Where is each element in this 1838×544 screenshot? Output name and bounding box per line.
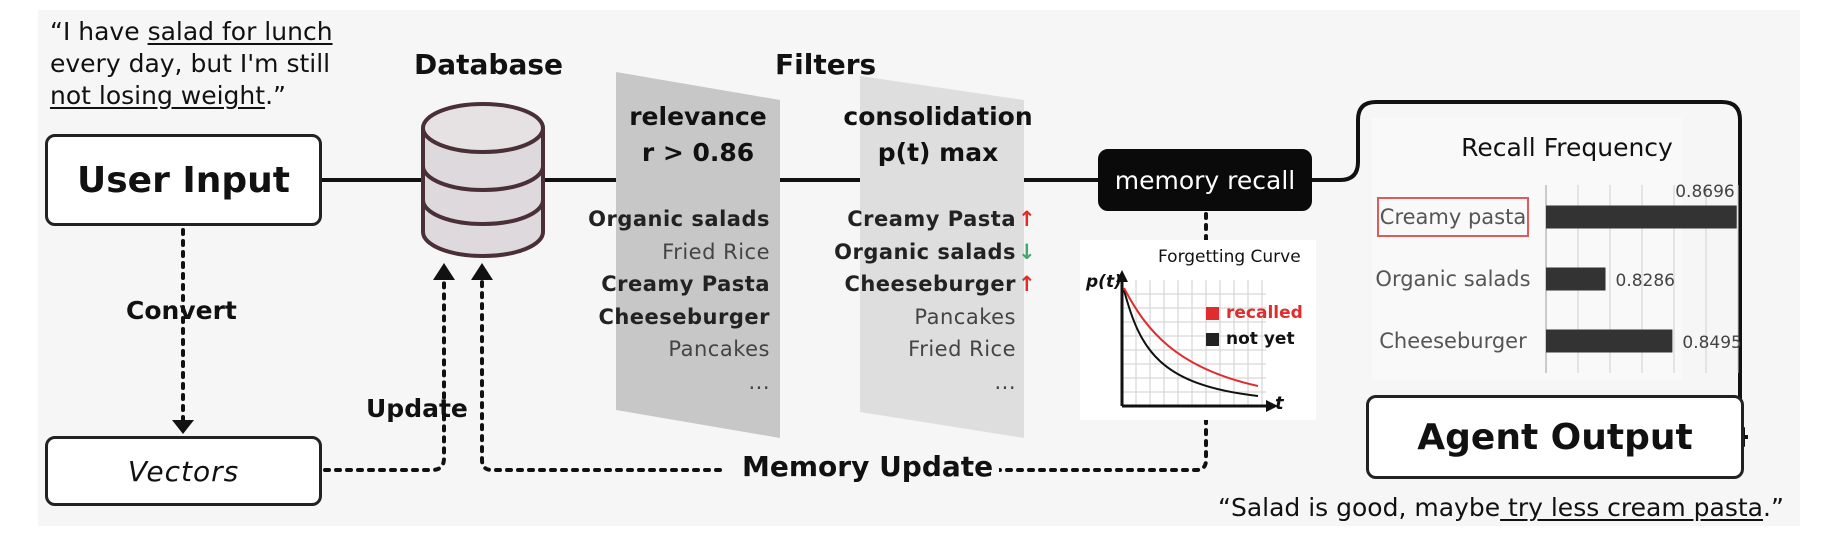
memory-update-dotted-left — [480, 278, 722, 472]
relevance-filter-item-label: ... — [748, 369, 770, 394]
not-yet-curve — [1123, 289, 1259, 397]
relevance-filter-panel — [616, 72, 780, 438]
consolidation-filter-item: ... — [994, 370, 1036, 394]
memory-update-dotted-right — [983, 418, 1208, 472]
vectors-box: Vectors — [45, 436, 322, 506]
relevance-filter-item-label: Organic salads — [588, 207, 770, 231]
chart-category-label: Organic salads — [1375, 267, 1530, 291]
legend-swatch-not-yet — [1206, 332, 1219, 346]
chart-bar — [1546, 267, 1606, 291]
consolidation-filter-panel — [860, 76, 1024, 438]
consolidation-filter-item: Pancakes — [914, 305, 1036, 329]
forgetting-curve-ylabel: p(t) — [1086, 272, 1122, 292]
consolidation-filter-item-label: Fried Rice — [908, 337, 1016, 361]
relevance-filter-item-label: Fried Rice — [662, 239, 770, 264]
relevance-filter-item: Pancakes — [668, 337, 770, 361]
forgetting-curve-title: Forgetting Curve — [1158, 247, 1301, 267]
convert-label: Convert — [126, 296, 237, 325]
consolidation-filter-item-label: Organic salads — [834, 239, 1016, 264]
agent-output-label: Agent Output — [1417, 416, 1693, 458]
memory-update-arrowhead — [471, 263, 493, 280]
relevance-filter-item-label: Creamy Pasta — [601, 272, 770, 296]
vectors-update-dotted-line — [323, 278, 446, 472]
legend-swatch-recalled — [1206, 306, 1219, 320]
input-quote-underline-1: salad for lunch — [147, 17, 333, 46]
memory-recall-box: memory recall — [1098, 149, 1312, 211]
chart-value-label: 0.8696 — [1675, 182, 1734, 202]
arrow-down-icon: ↓ — [1018, 239, 1037, 264]
recall-frequency-title: Recall Frequency — [1461, 133, 1673, 162]
legend-label-recalled: recalled — [1226, 303, 1303, 323]
database-icon — [421, 102, 545, 258]
forgetting-curve-xlabel: t — [1275, 393, 1284, 414]
input-quote-underline-2: not losing weight — [50, 81, 266, 110]
user-input-label: User Input — [77, 159, 290, 201]
agent-output-box: Agent Output — [1366, 395, 1744, 479]
consolidation-filter-item-label: ... — [994, 369, 1016, 394]
memory-update-label: Memory Update — [736, 450, 1000, 483]
relevance-filter-item: Cheeseburger — [598, 305, 770, 329]
update-label: Update — [366, 394, 468, 423]
consolidation-filter-item-label: Cheeseburger — [844, 272, 1016, 296]
relevance-filter-condition: r > 0.86 — [641, 138, 755, 167]
input-quote-close: .” — [265, 81, 286, 110]
consolidation-filter-item: Fried Rice — [908, 337, 1036, 361]
chart-value-label: 0.8495 — [1682, 333, 1741, 353]
consolidation-filter-item: Cheeseburger↑ — [844, 272, 1036, 296]
user-input-box: User Input — [45, 134, 322, 226]
consolidation-filter-title: consolidation — [843, 102, 1033, 131]
input-quote-middle: every day, but I'm still — [50, 49, 331, 78]
chart-value-label: 0.8286 — [1616, 271, 1675, 291]
output-quote-underline: try less cream pasta — [1500, 493, 1763, 522]
input-quote: “I have salad for lunch every day, but I… — [50, 16, 333, 112]
relevance-filter-title: relevance — [629, 102, 767, 131]
relevance-filter-item-label: Cheeseburger — [598, 304, 770, 329]
arrow-up-icon: ↑ — [1018, 207, 1037, 231]
chart-bar — [1546, 329, 1673, 353]
arrow-up-icon: ↑ — [1018, 272, 1037, 296]
relevance-filter-item: Creamy Pasta — [601, 272, 770, 296]
output-quote-close: .” — [1763, 493, 1784, 522]
filters-title: Filters — [775, 48, 877, 81]
forgetting-curve-panel — [1080, 240, 1316, 420]
forgetting-curve-plot — [1116, 270, 1278, 412]
output-quote-open: “Salad is good, maybe — [1218, 493, 1501, 522]
consolidation-filter-item-label: Creamy Pasta — [847, 207, 1016, 231]
consolidation-filter-item: Organic salads↓ — [834, 240, 1036, 264]
update-arrowhead — [433, 263, 455, 280]
relevance-filter-item-label: Pancakes — [668, 337, 770, 361]
recalled-curve — [1123, 287, 1259, 387]
consolidation-filter-item-label: Pancakes — [914, 304, 1016, 329]
legend-item-recalled: recalled — [1206, 300, 1303, 326]
legend-label-not-yet: not yet — [1226, 329, 1295, 349]
relevance-filter-item: ... — [748, 370, 770, 394]
chart-category-label: Cheeseburger — [1379, 329, 1527, 353]
output-quote: “Salad is good, maybe try less cream pas… — [1218, 492, 1784, 524]
convert-arrowhead — [172, 420, 194, 434]
forgetting-curve-legend: recalled not yet — [1206, 300, 1303, 352]
consolidation-filter-condition: p(t) max — [877, 138, 999, 167]
chart-bar — [1546, 205, 1737, 229]
chart-category-label: Creamy pasta — [1380, 205, 1526, 229]
database-label: Database — [414, 48, 564, 81]
chart-highlight-box — [1377, 197, 1529, 237]
input-quote-open: “I have — [50, 17, 148, 46]
memory-recall-label: memory recall — [1114, 165, 1296, 195]
consolidation-filter-item: Creamy Pasta↑ — [847, 207, 1036, 231]
vectors-label: Vectors — [127, 454, 240, 488]
legend-item-not-yet: not yet — [1206, 326, 1303, 352]
relevance-filter-item: Fried Rice — [662, 240, 770, 264]
relevance-filter-item: Organic salads — [588, 207, 770, 231]
